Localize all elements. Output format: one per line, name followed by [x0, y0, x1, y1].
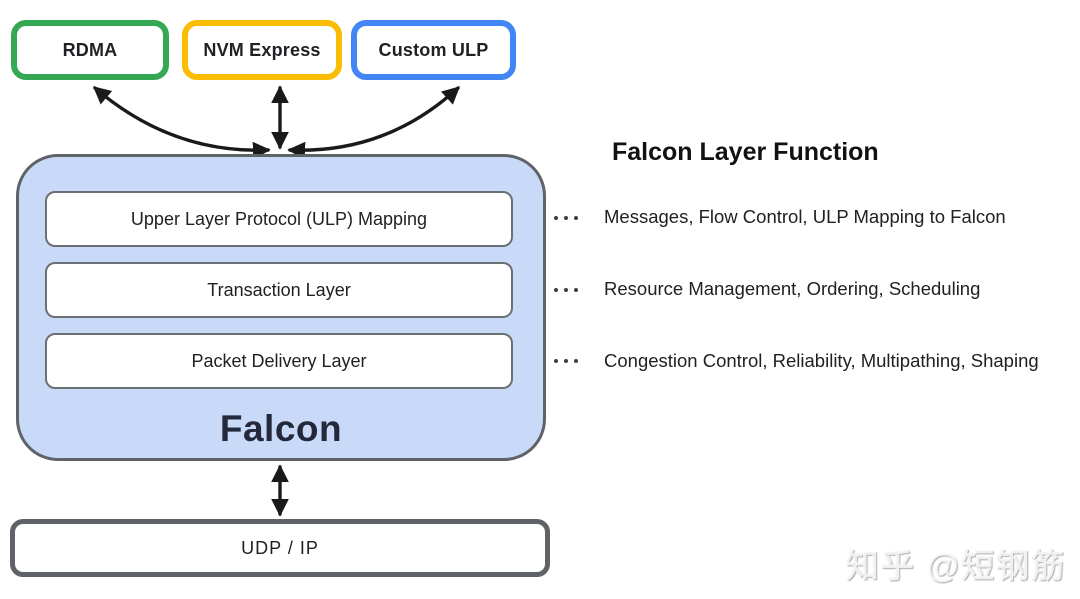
function-packet-delivery: Congestion Control, Reliability, Multipa…	[604, 350, 1039, 371]
zhihu-watermark: 知乎 @短钢筋	[845, 547, 1066, 584]
arrow-rdma-falcon	[92, 86, 271, 160]
function-transaction: Resource Management, Ordering, Schedulin…	[604, 278, 981, 299]
arrow-customulp-falcon	[287, 86, 460, 160]
layer-packet-delivery: Packet Delivery Layer	[45, 333, 513, 389]
layer-packet-delivery-label: Packet Delivery Layer	[191, 350, 367, 371]
box-rdma-label: RDMA	[62, 39, 118, 60]
falcon-container: Upper Layer Protocol (ULP) Mapping Trans…	[16, 154, 546, 461]
box-nvm-express: NVM Express	[182, 20, 342, 80]
box-udp-ip-label: UDP / IP	[241, 537, 319, 558]
falcon-title: Falcon	[219, 408, 343, 449]
box-nvm-express-label: NVM Express	[203, 39, 321, 60]
function-ulp-mapping: Messages, Flow Control, ULP Mapping to F…	[604, 206, 1006, 227]
box-rdma: RDMA	[11, 20, 169, 80]
right-panel-heading: Falcon Layer Function	[612, 138, 879, 166]
box-custom-ulp-label: Custom ULP	[378, 39, 489, 60]
layer-ulp-mapping: Upper Layer Protocol (ULP) Mapping	[45, 191, 513, 247]
box-custom-ulp: Custom ULP	[351, 20, 516, 80]
box-udp-ip: UDP / IP	[10, 519, 550, 577]
layer-transaction: Transaction Layer	[45, 262, 513, 318]
layer-ulp-mapping-label: Upper Layer Protocol (ULP) Mapping	[130, 208, 428, 229]
layer-transaction-label: Transaction Layer	[207, 279, 351, 300]
